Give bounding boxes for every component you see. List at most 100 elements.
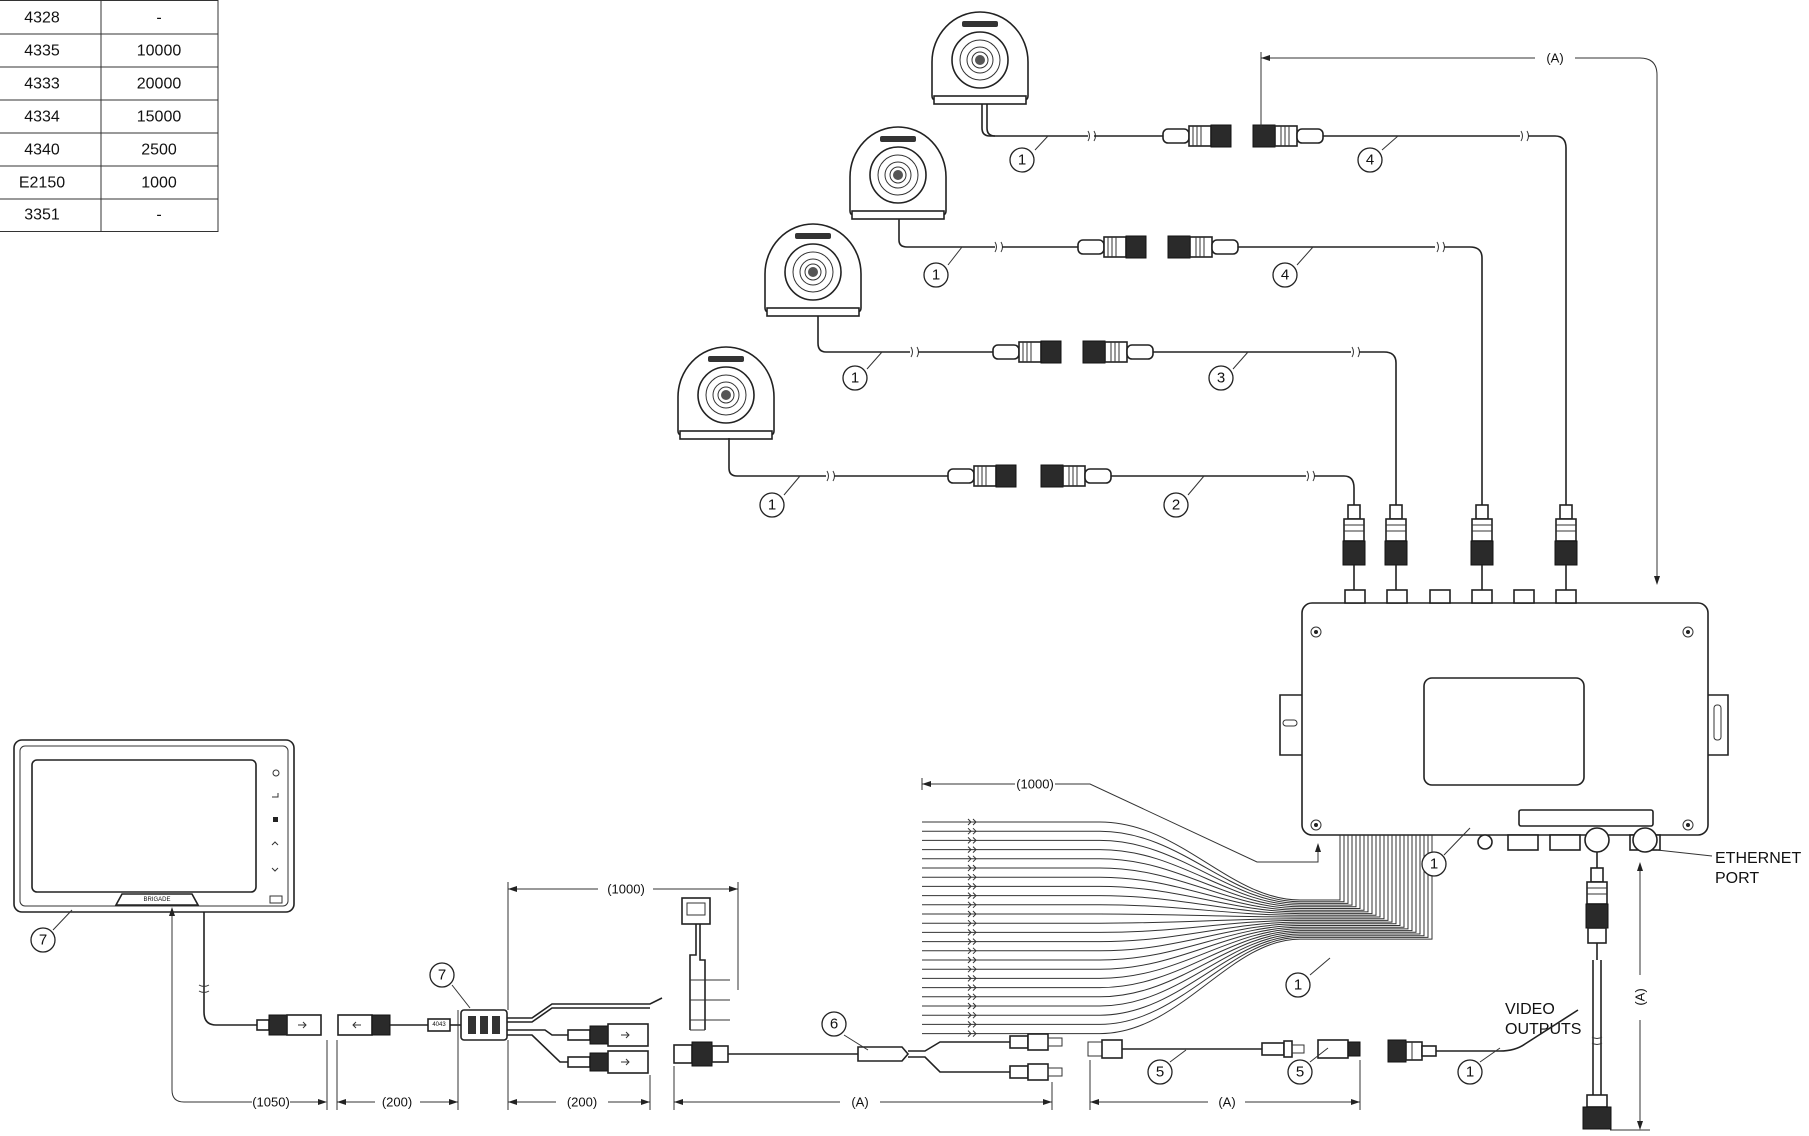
splitter-hub <box>460 897 730 1074</box>
svg-text:3: 3 <box>1217 370 1225 387</box>
extension-cable: 4043 <box>337 1014 461 1036</box>
callout-video-b: 5 <box>1287 1047 1329 1085</box>
camera-2 <box>849 126 1483 505</box>
harness-wire-break <box>967 984 977 991</box>
harness-wire <box>922 821 1341 901</box>
part-table: 4328 - 4335 10000 4333 20000 4334 15000 … <box>0 0 219 232</box>
table-cell-value: 20000 <box>137 76 182 93</box>
svg-text:1: 1 <box>932 267 940 284</box>
harness-wire <box>922 830 1345 903</box>
table-cell-value: 1000 <box>141 175 177 192</box>
svg-text:4: 4 <box>1366 152 1374 169</box>
harness-wire <box>922 835 1389 933</box>
harness-wire-break <box>967 965 977 973</box>
table-cell-value: - <box>156 10 161 27</box>
svg-text:(A): (A) <box>1633 988 1648 1005</box>
wire-harness <box>922 818 1433 1037</box>
harness-wire-break <box>967 827 977 835</box>
harness-wire <box>922 835 1397 952</box>
harness-wire-break <box>967 956 977 964</box>
svg-text:2: 2 <box>1172 497 1180 514</box>
table-cell-value: 15000 <box>137 109 182 126</box>
monitor-connector <box>256 1014 322 1036</box>
callout-cam2-cable: 1 <box>923 246 963 288</box>
table-cell-part: 4335 <box>24 43 60 60</box>
video-cable <box>1087 1039 1361 1059</box>
svg-text:(A): (A) <box>851 1095 868 1110</box>
harness-wire <box>922 835 1353 906</box>
harness-wire <box>922 835 1409 979</box>
camera-3 <box>764 223 1397 505</box>
table-cell-value: - <box>156 207 161 224</box>
svg-text:1: 1 <box>851 370 859 387</box>
dimension-extension: (200) <box>336 1010 459 1110</box>
harness-wire <box>922 835 1417 998</box>
table-cell-part: 4328 <box>24 10 60 27</box>
callout-cam4-cable: 1 <box>759 475 801 518</box>
svg-text:5: 5 <box>1156 1064 1164 1081</box>
harness-wire <box>922 835 1429 1025</box>
svg-text:6: 6 <box>830 1016 838 1033</box>
callout-harness: 1 <box>1285 957 1331 998</box>
harness-wire <box>922 835 1385 924</box>
video-outputs: VIDEO OUTPUTS 1 <box>1387 1001 1581 1085</box>
harness-wire-break <box>967 846 977 853</box>
dimension-monitor-cable: (1050) <box>169 907 328 1110</box>
svg-text:ETHERNET: ETHERNET <box>1715 850 1801 867</box>
camera-4 <box>677 346 1355 505</box>
harness-wire <box>922 835 1365 911</box>
harness-wire-break <box>967 1002 977 1010</box>
harness-wire <box>922 835 1369 913</box>
callout-video-a: 5 <box>1147 1049 1187 1085</box>
svg-text:7: 7 <box>438 967 446 984</box>
harness-wire <box>922 835 1405 970</box>
harness-wire-break <box>967 901 977 909</box>
dimension-top-cable: (A) <box>1260 51 1660 585</box>
ethernet-port-label: ETHERNET PORT <box>1656 849 1801 887</box>
harness-wire-break <box>967 910 977 918</box>
harness-wire-break <box>967 1030 977 1037</box>
harness-wire <box>922 835 1381 918</box>
svg-text:7: 7 <box>39 932 47 949</box>
harness-wire-break <box>967 883 977 890</box>
harness-wire <box>922 835 1373 915</box>
svg-text:BRIGADE: BRIGADE <box>143 897 170 903</box>
harness-wire <box>922 835 1377 916</box>
callout-cam3-cable: 1 <box>842 351 883 391</box>
callout-unit: 1 <box>1421 827 1471 877</box>
table-cell-value: 2500 <box>141 142 177 159</box>
harness-wire-break <box>967 1011 977 1019</box>
monitor: BRIGADE <box>13 739 295 913</box>
callout-cam1-cable: 1 <box>1009 135 1049 173</box>
dimension-video: (A) <box>1089 1060 1361 1110</box>
dimension-rca: (A) <box>673 1066 1053 1110</box>
callout-cam3-ext: 3 <box>1208 351 1249 391</box>
svg-text:1: 1 <box>768 497 776 514</box>
harness-wire-break <box>967 892 977 899</box>
harness-wire-break <box>967 873 977 881</box>
svg-text:(200): (200) <box>382 1095 412 1110</box>
dimension-splitter-tail: (200) <box>507 1040 651 1110</box>
harness-wire <box>922 835 1361 909</box>
callout-cam4-ext: 2 <box>1163 475 1205 518</box>
harness-wire <box>922 835 1393 943</box>
harness-wire <box>922 835 1421 1007</box>
harness-wire-break <box>967 864 977 872</box>
callout-rca: 6 <box>821 1011 869 1051</box>
harness-wire-break <box>967 1021 977 1028</box>
harness-wire-break <box>967 947 977 955</box>
svg-text:(A): (A) <box>1546 51 1563 66</box>
harness-wire <box>922 835 1349 904</box>
svg-text:(1000): (1000) <box>1016 777 1054 792</box>
svg-text:1: 1 <box>1294 977 1302 994</box>
harness-wire-break <box>967 919 977 927</box>
table-cell-part: E2150 <box>19 175 65 192</box>
monitor-cable <box>203 912 257 1026</box>
dimension-splitter-width: (1000) <box>507 882 739 1010</box>
svg-text:4043: 4043 <box>432 1022 446 1028</box>
control-unit <box>1279 589 1729 853</box>
dimension-harness: (1000) <box>921 777 1321 863</box>
svg-text:1: 1 <box>1018 152 1026 169</box>
table-cell-part: 4333 <box>24 76 60 93</box>
